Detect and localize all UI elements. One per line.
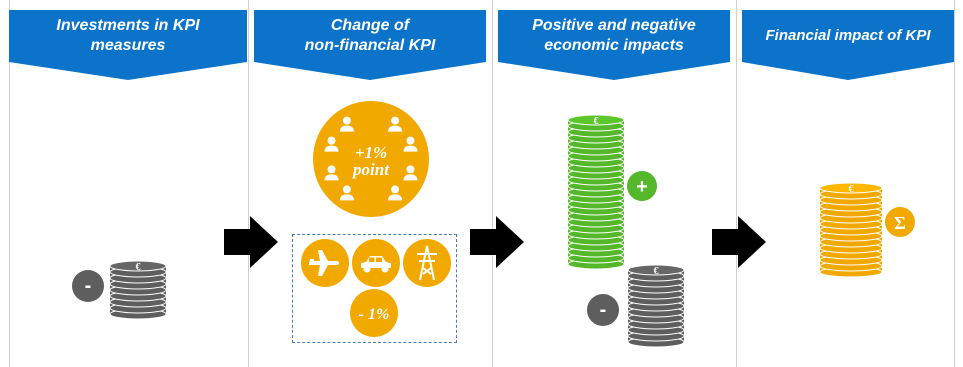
banner-title-line1: Change of [330,17,410,34]
people-icon [406,165,415,174]
column-financial-impact [736,0,955,367]
euro-symbol: € [849,184,854,195]
people-icon [391,116,400,125]
banner-title-line1: Positive and negative [532,17,696,34]
negative-kpi-box [292,234,457,343]
banner-title-line2: measures [90,37,166,54]
column-economic-impacts [492,0,737,367]
power-tower-badge [403,239,451,287]
plus-symbol: + [636,176,648,198]
column-investments [9,0,249,367]
people-icon [342,116,351,125]
banner-financial-impact: Financial impact of KPI [742,10,954,80]
kpi-positive-line2: point [351,160,390,179]
kpi-negative: - 1% [359,306,390,323]
minus-badge [587,294,619,326]
euro-symbol: € [594,116,599,127]
arrow-right-icon [470,216,524,268]
coin-stack-icon: € [567,114,625,270]
negative-kpi-badge: - 1% [350,289,398,337]
financial-impact-stack: € Σ [819,182,915,278]
coin-stack-icon: € [109,260,167,320]
plus-badge [627,171,657,201]
minus-symbol: - [600,299,607,321]
euro-symbol: € [136,262,141,273]
people-icon [391,185,400,194]
banner-non-financial: Change of non-financial KPI [254,10,486,80]
people-icon [327,136,336,145]
minus-symbol: - [85,275,92,297]
airplane-icon [309,250,339,276]
people-icon [342,185,351,194]
power-tower-icon [417,245,437,281]
car-badge [352,239,400,287]
minus-badge [72,270,104,302]
coin-stack-icon: € [627,264,685,348]
car-icon [361,256,391,273]
positive-impact-stack: € + [567,114,657,270]
arrow-right-icon [224,216,278,268]
people-icon [327,165,336,174]
banner-investments: Investments in KPI measures [9,10,247,80]
people-icon [406,136,415,145]
kpi-positive-line1: +1% [355,143,387,162]
banner-title-line2: economic impacts [544,37,684,54]
investment-coin-stack: € - [72,260,167,320]
banner-title-line1: Investments in KPI [56,17,200,34]
euro-symbol: € [654,266,659,277]
arrow-right-icon [712,216,766,268]
banner-title-line1: Financial impact of KPI [765,27,931,44]
airplane-badge [301,239,349,287]
sigma-symbol: Σ [894,213,906,233]
negative-impact-stack: € - [587,264,685,348]
banner-economic-impacts: Positive and negative economic impacts [498,10,730,80]
banner-title-line2: non-financial KPI [304,37,436,54]
column-non-financial [247,0,493,367]
coin-stack-icon: € [819,182,883,278]
people-circle: +1% point [313,101,429,217]
sigma-badge [885,207,915,237]
